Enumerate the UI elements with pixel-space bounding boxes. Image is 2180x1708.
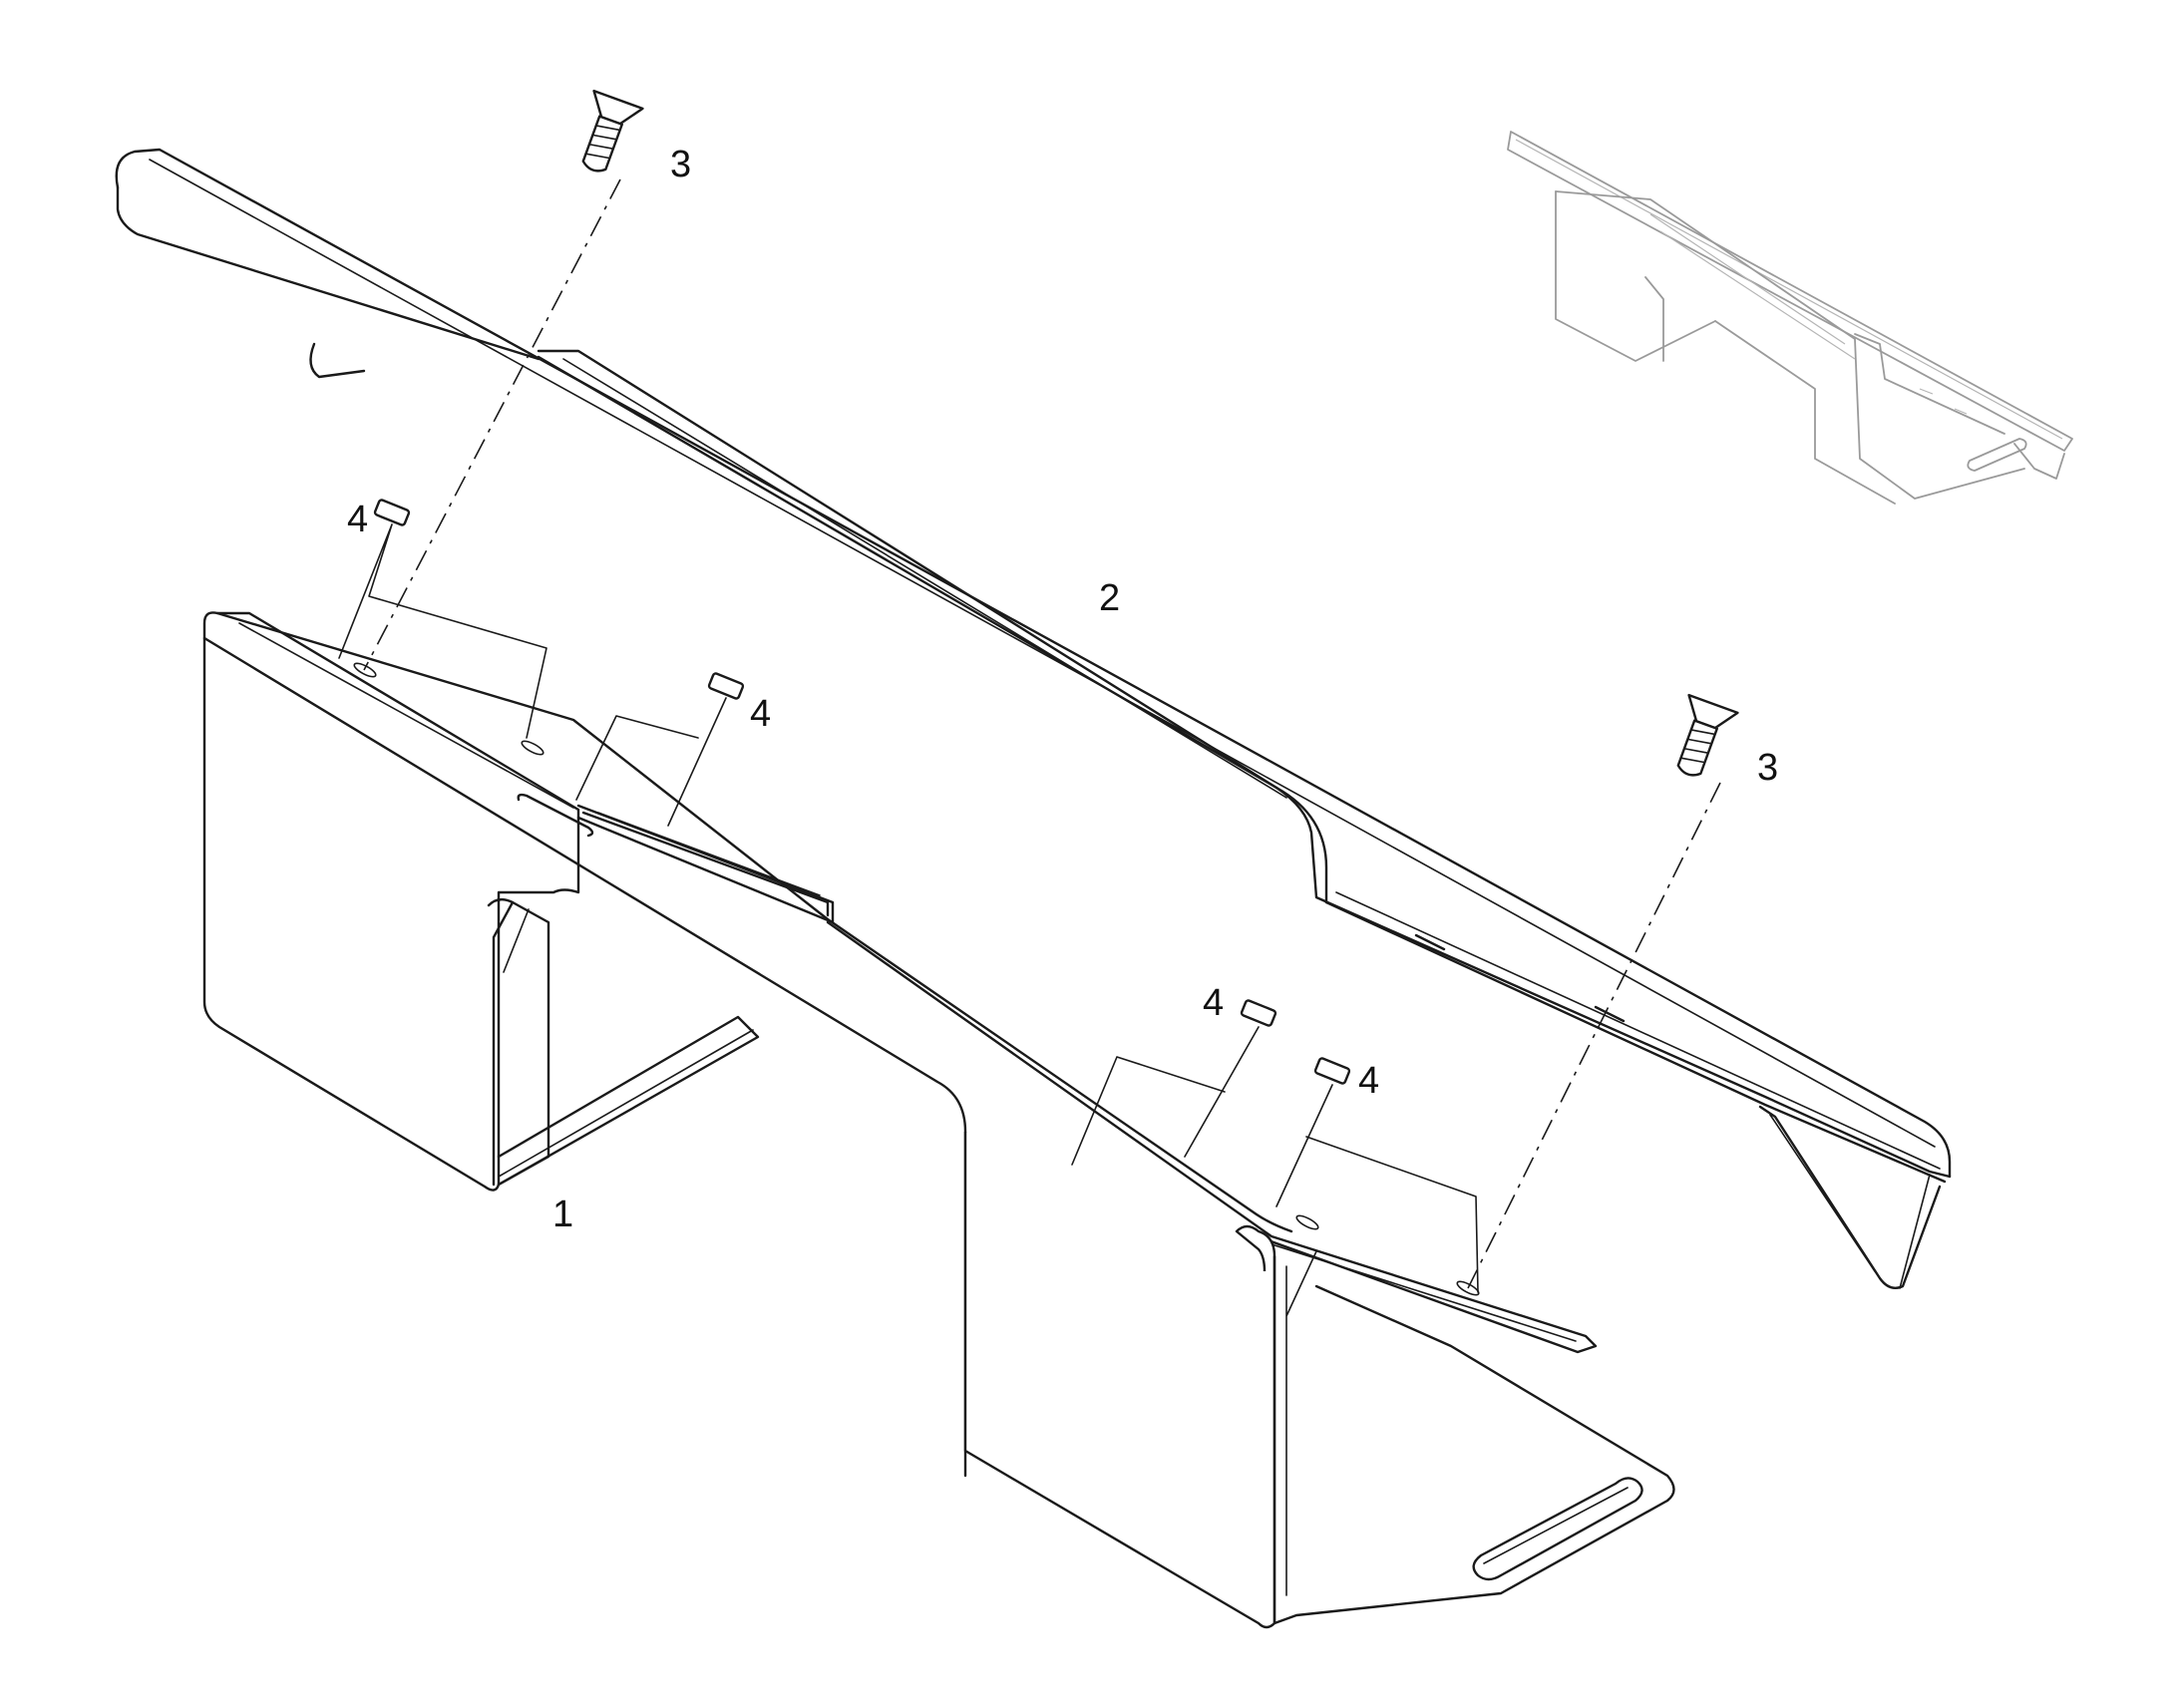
callout-4-a: 4 [347, 499, 368, 540]
bracket-right-deck [826, 920, 1598, 1354]
rail-slot-1 [1414, 933, 1446, 951]
rail-bend [1274, 786, 1328, 904]
bracket-top-edge-front [202, 636, 967, 1478]
bracket-left-leg-face [202, 611, 580, 1192]
bracket-top-inner [238, 622, 574, 809]
bracket-right-leg-side [1272, 1254, 1675, 1625]
pad-4d [1313, 1057, 1351, 1085]
rail-right-inner [1335, 891, 1941, 1170]
leader-pad-4d [1275, 1084, 1479, 1293]
bracket-right-leg-face [963, 1132, 1276, 1629]
preview-body [1555, 190, 2025, 500]
screw-upper-shank [581, 115, 623, 172]
part-1-bracket [202, 611, 1675, 1629]
deck-hole-2 [521, 740, 545, 756]
preview-rail-top [1507, 131, 2073, 452]
preview-bend [1854, 333, 2005, 435]
leader-pad-4b [575, 697, 727, 827]
bracket-top-ledge [576, 804, 835, 924]
preview-slot [1967, 438, 2027, 472]
callout-4-d: 4 [1358, 1060, 1379, 1102]
bracket-left-leg-back [503, 908, 530, 973]
rail-flange-top [537, 349, 1278, 790]
bracket-foot-slot-inner [1483, 1487, 1629, 1564]
bracket-right-deck-inner [1271, 1243, 1577, 1342]
leader-pad-4a [338, 523, 547, 739]
rail-flange-inner [562, 358, 1287, 799]
leader-pad-4c [1071, 1026, 1260, 1166]
rail-slot-2 [1594, 1005, 1626, 1023]
rail-tab-left [309, 342, 366, 379]
screw-lower [1676, 693, 1739, 777]
screw-upper-threads [584, 125, 621, 160]
callout-3-upper: 3 [670, 144, 691, 185]
preview-flange [2013, 443, 2065, 480]
bracket-top-ledge-inner [597, 812, 821, 896]
preview-detail [1649, 213, 1856, 360]
callout-4-b: 4 [750, 693, 771, 735]
bracket-top-edge-back [215, 611, 1293, 1233]
rail-front-edge [116, 185, 541, 361]
bracket-left-floor-edge [498, 1029, 754, 1178]
bracket-foot-slot [1472, 1477, 1643, 1581]
pad-4b [707, 672, 745, 700]
bracket-left-floor [497, 1015, 760, 1187]
rail-top-inner [149, 159, 1936, 1148]
centerline-upper-screw [363, 178, 621, 671]
rail-drop-flange-back [1899, 1174, 1931, 1289]
callout-2: 2 [1099, 577, 1120, 619]
deck-hole-3 [1295, 1214, 1319, 1230]
screw-upper [581, 89, 644, 172]
bracket-upper-slot [517, 793, 594, 838]
callout-3-lower: 3 [1757, 747, 1778, 789]
screw-lower-shank [1676, 719, 1718, 777]
bracket-left-leg-inner-slope [492, 900, 515, 1187]
pad-4c [1240, 999, 1277, 1027]
deck-hole-1 [353, 662, 377, 678]
preview-left-leg [1555, 190, 1716, 362]
preview-holes [1919, 388, 1968, 415]
rail-right-section [1324, 900, 1947, 1184]
rail-top-edge [115, 148, 1952, 1179]
rail-drop-flange-inner [1769, 1114, 1876, 1272]
rail-drop-flange [1758, 1105, 1942, 1289]
callout-1: 1 [552, 1194, 573, 1235]
pad-4a [373, 499, 411, 526]
preview-left-opening [1644, 276, 1664, 362]
bracket-right-leg-inner [1285, 1250, 1317, 1596]
preview-rail-inner [1515, 139, 2063, 440]
assembly-preview [1507, 131, 2073, 505]
part-2-cover-rail [115, 148, 1952, 1289]
callout-4-c: 4 [1203, 982, 1224, 1024]
rail-left-ledge [581, 811, 830, 917]
centerline-lower-screw [1467, 782, 1721, 1289]
bracket-left-leg-inner [487, 897, 550, 1187]
preview-center [1714, 320, 1896, 505]
screw-lower-threads [1679, 729, 1716, 764]
